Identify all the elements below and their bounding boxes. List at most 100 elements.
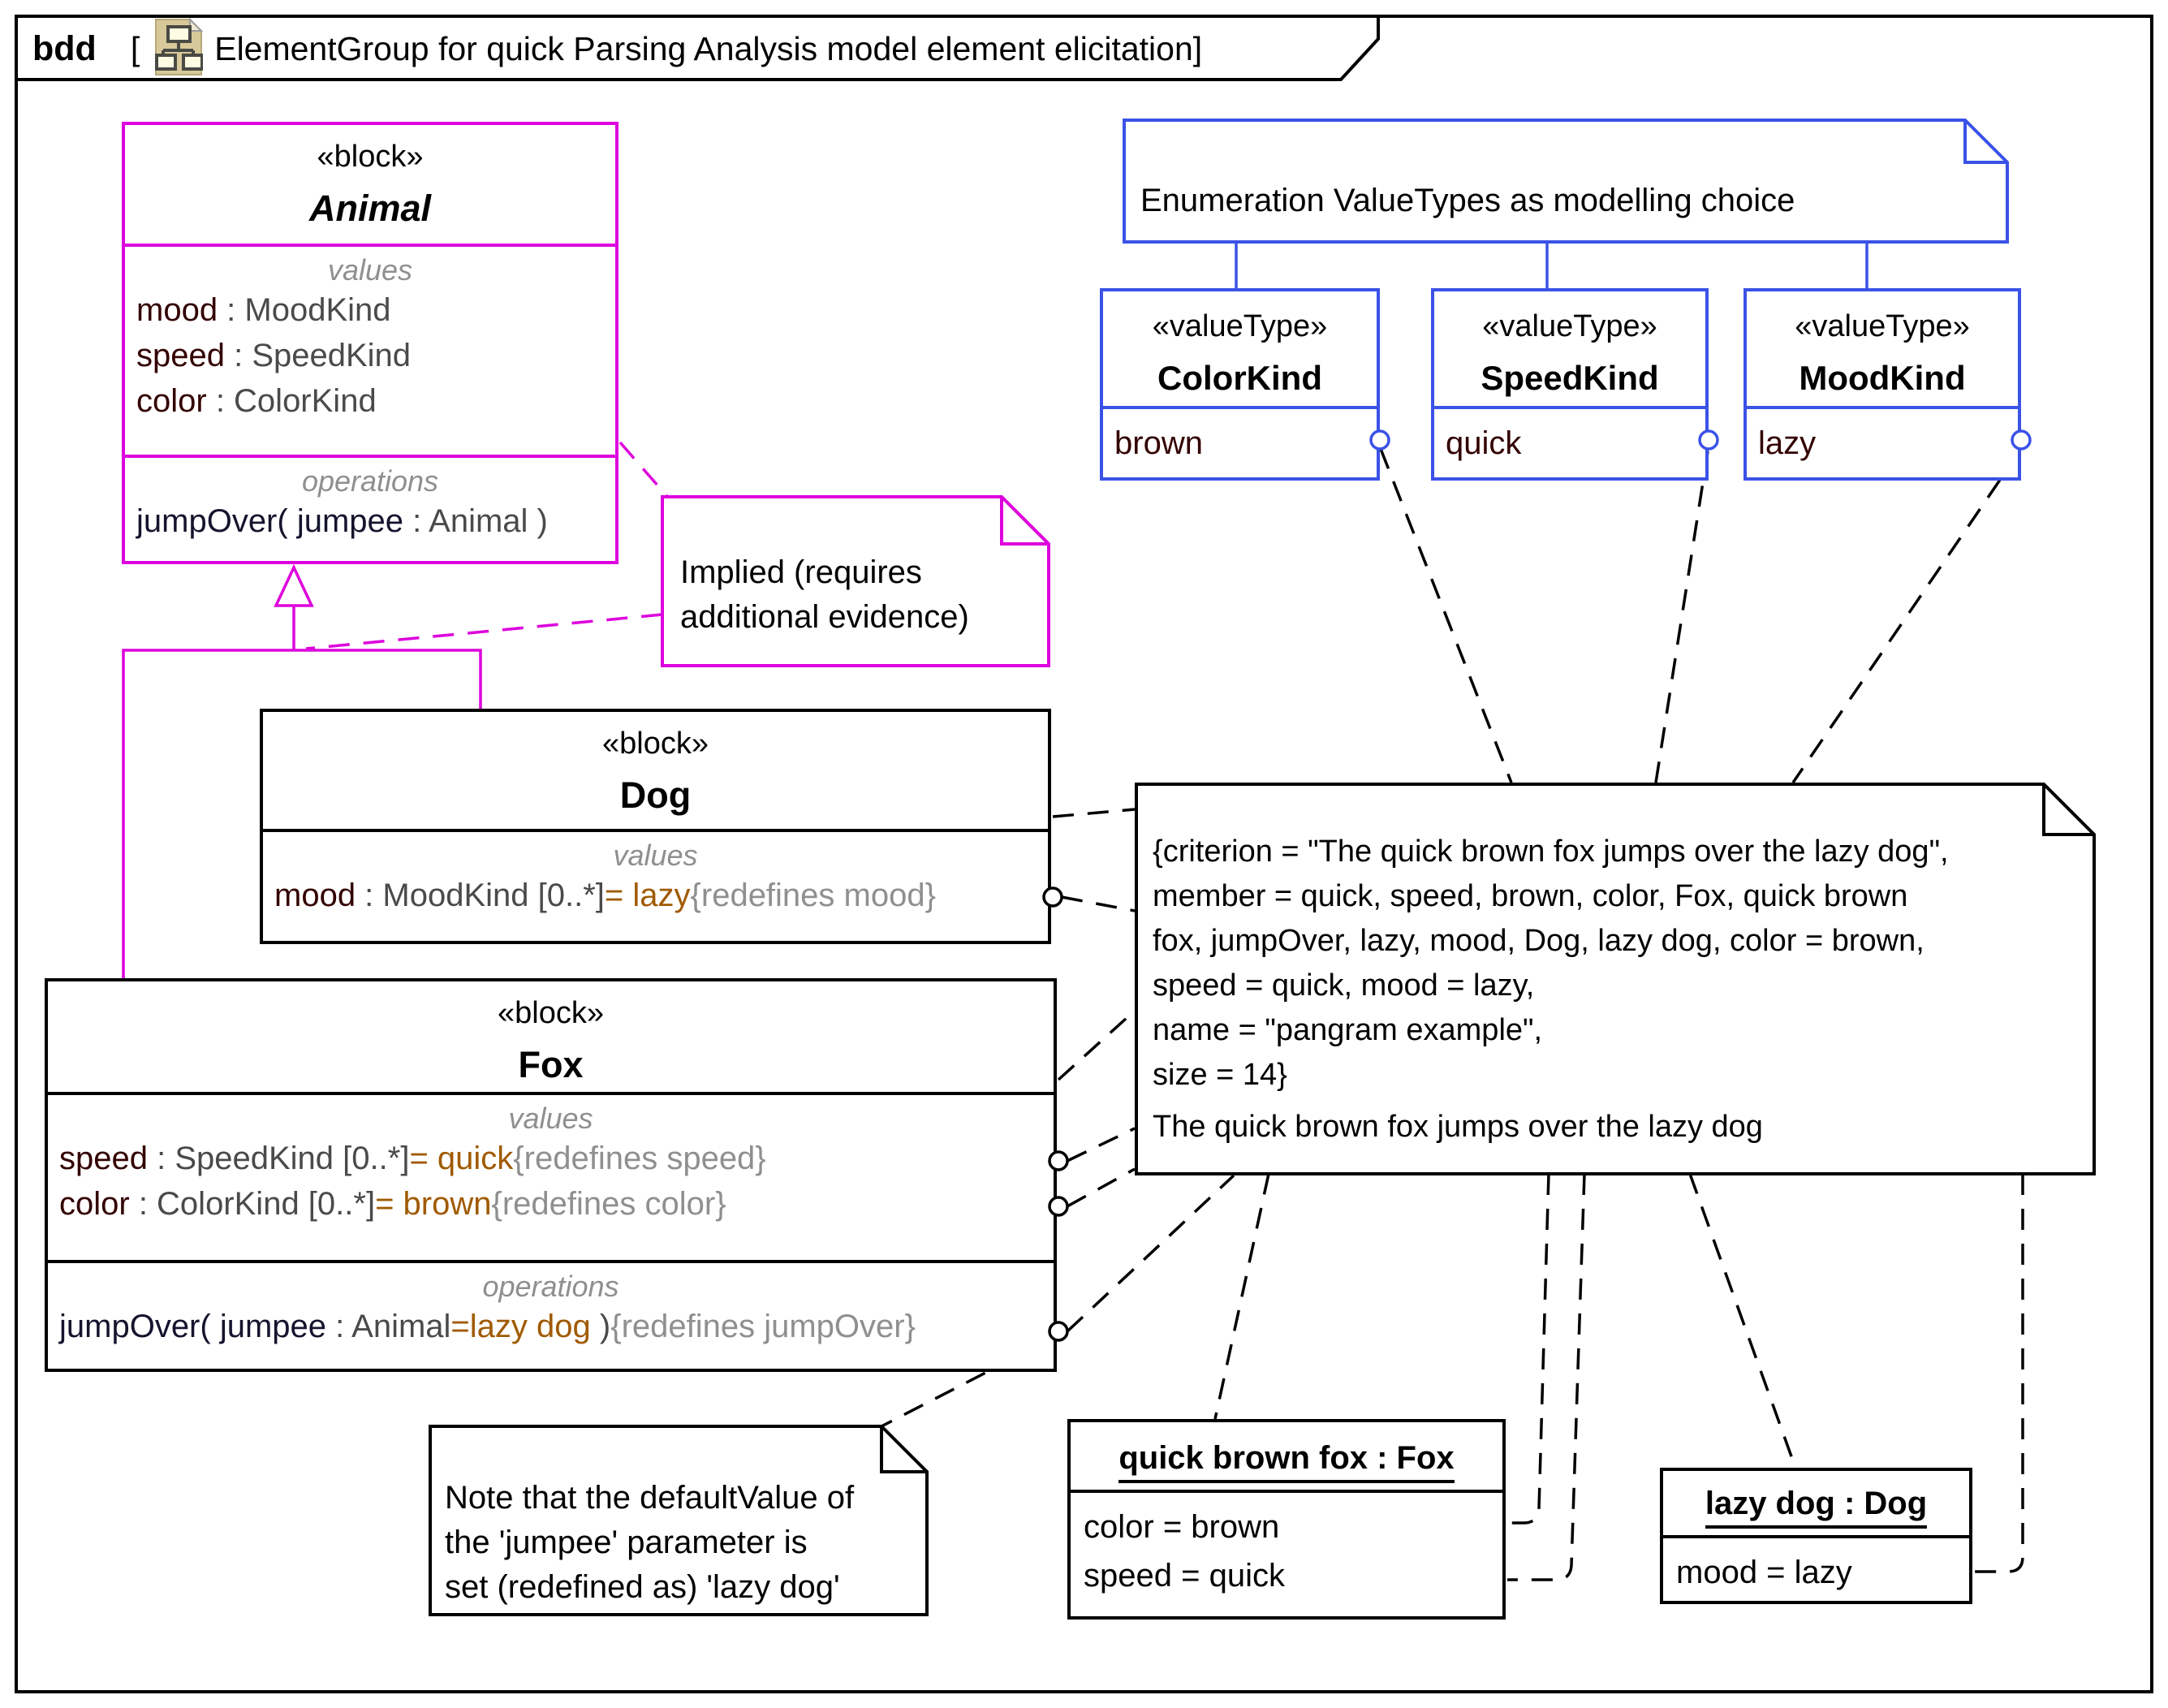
operation-name: jumpOver( jumpee	[136, 503, 404, 539]
anchor-dog-to-note	[1052, 808, 1136, 818]
property-line: color : ColorKind	[125, 378, 615, 424]
valuetype-colorkind: «valueType» ColorKind brown	[1100, 288, 1380, 481]
anchor-fox-to-note	[1057, 1009, 1136, 1081]
valuetype-literals: brown	[1103, 406, 1377, 477]
property-redefines: {redefines color}	[491, 1186, 726, 1222]
operations-compartment-label: operations	[482, 1270, 619, 1303]
property-default: = lazy	[604, 878, 691, 913]
enumeration-note-text: Enumeration ValueTypes as modelling choi…	[1140, 183, 1795, 218]
block-dog: «block» Dog values mood : MoodKind [0..*…	[260, 709, 1051, 944]
block-name: Dog	[619, 774, 692, 816]
stereotype-label: «valueType»	[1152, 309, 1328, 343]
valuetype-name: SpeedKind	[1481, 359, 1659, 397]
property-default: = brown	[375, 1186, 492, 1222]
property-name: speed	[59, 1141, 148, 1176]
valuetype-name: ColorKind	[1157, 359, 1322, 397]
block-animal: «block» Animal values mood : MoodKind sp…	[122, 122, 619, 564]
defaultvalue-note-line: the 'jumpee' parameter is	[445, 1525, 808, 1560]
instance-quick-brown-fox: quick brown fox : Fox color = brown spee…	[1067, 1419, 1506, 1620]
property-name: speed	[136, 338, 225, 373]
property-line: speed : SpeedKind	[125, 333, 615, 378]
implied-note-ear	[1000, 497, 1049, 546]
defaultvalue-note-line: set (redefined as) 'lazy dog'	[445, 1569, 840, 1605]
property-default: = quick	[409, 1141, 514, 1176]
diagram-header: bdd [ ElementGroup for quick Parsing Ana…	[32, 17, 1202, 75]
property-line: mood : MoodKind	[125, 287, 615, 333]
operation-parameter-type: : Animal	[326, 1309, 451, 1344]
anchor-fox-speed-to-note	[1067, 1127, 1136, 1162]
stereotype-label: «block»	[498, 996, 604, 1030]
property-type: : MoodKind [0..*]	[356, 878, 605, 913]
property-name: mood	[136, 292, 218, 328]
stereotype-label: «valueType»	[1795, 309, 1970, 343]
enumeration-note-ear	[1963, 120, 2007, 164]
valuetype-moodkind: «valueType» MoodKind lazy	[1743, 288, 2021, 481]
implied-note-line: additional evidence)	[680, 599, 969, 635]
criterion-note-line: name = "pangram example",	[1153, 1013, 1543, 1047]
slot-value: color = brown	[1084, 1509, 1280, 1545]
stereotype-label: «block»	[602, 727, 709, 761]
property-type: : MoodKind	[218, 292, 391, 328]
operation-parameter-default: =lazy dog	[450, 1309, 591, 1344]
operation-close-paren: )	[590, 1309, 611, 1344]
valuetype-name: MoodKind	[1799, 359, 1966, 397]
values-compartment-label: values	[613, 839, 698, 872]
anchor-speedkind-to-note	[1654, 451, 1709, 783]
criterion-note-line: size = 14}	[1153, 1058, 1287, 1092]
block-fox-operations: operations jumpOver( jumpee : Animal=laz…	[48, 1260, 1054, 1369]
block-animal-operations: operations jumpOver( jumpee : Animal )	[125, 455, 615, 561]
property-line: color : ColorKind [0..*]= brown{redefine…	[48, 1181, 1054, 1227]
block-name: Animal	[308, 188, 432, 229]
instance-name-underlined: quick brown fox : Fox	[1118, 1440, 1455, 1483]
block-fox: «block» Fox values speed : SpeedKind [0.…	[45, 978, 1057, 1372]
instance-title: lazy dog : Dog	[1663, 1471, 1969, 1535]
title-open-bracket: [	[130, 29, 140, 67]
valuetype-speedkind: «valueType» SpeedKind quick	[1431, 288, 1709, 481]
valuetype-header: «valueType» MoodKind	[1747, 291, 2018, 406]
block-animal-values: values mood : MoodKind speed : SpeedKind…	[125, 244, 615, 455]
operation-line: jumpOver( jumpee : Animal=lazy dog ){red…	[48, 1304, 1054, 1349]
defaultvalue-note-text: Note that the defaultValue of the 'jumpe…	[445, 1476, 854, 1610]
criterion-note-line: fox, jumpOver, lazy, mood, Dog, lazy dog…	[1153, 924, 1924, 958]
stereotype-label: «valueType»	[1482, 309, 1657, 343]
instance-slots: mood = lazy	[1663, 1535, 1969, 1597]
operations-compartment-label: operations	[301, 464, 439, 498]
property-name: color	[136, 383, 207, 419]
valuetype-header: «valueType» ColorKind	[1103, 291, 1377, 406]
stereotype-label: «block»	[317, 140, 424, 174]
property-redefines: {redefines speed}	[513, 1141, 766, 1176]
block-animal-header: «block» Animal	[125, 125, 615, 244]
criterion-note-line: {criterion = "The quick brown fox jumps …	[1153, 835, 1949, 869]
instance-name-underlined: lazy dog : Dog	[1705, 1486, 1928, 1529]
enum-literal: lazy	[1758, 425, 1817, 461]
property-name: mood	[274, 878, 356, 913]
criterion-note-pangram-line: The quick brown fox jumps over the lazy …	[1153, 1110, 1763, 1144]
block-fox-values: values speed : SpeedKind [0..*]= quick{r…	[48, 1092, 1054, 1260]
slot-value: mood = lazy	[1676, 1555, 1852, 1590]
valuetype-literals: quick	[1434, 406, 1705, 477]
property-redefines: {redefines mood}	[690, 878, 936, 913]
criterion-note-line: member = quick, speed, brown, color, Fox…	[1153, 879, 1908, 913]
property-type: : ColorKind [0..*]	[129, 1186, 376, 1222]
defaultvalue-note-ear	[880, 1426, 927, 1473]
instance-slots: color = brown speed = quick	[1071, 1490, 1502, 1600]
operation-signature: : Animal )	[403, 503, 548, 539]
anchor-fox-jumpover-to-note	[1066, 1174, 1235, 1333]
implied-anchor-to-generalization	[305, 613, 663, 650]
implied-note-line: Implied (requires	[680, 554, 922, 590]
operation-redefines: {redefines jumpOver}	[610, 1309, 916, 1344]
criterion-note-text: {criterion = "The quick brown fox jumps …	[1153, 830, 1949, 1149]
anchor-note-to-dog-mood-slot	[1974, 1174, 2024, 1573]
diagram-title: ElementGroup for quick Parsing Analysis …	[214, 29, 1193, 67]
anchor-colorkind-to-note	[1379, 448, 1513, 783]
values-compartment-label: values	[508, 1102, 593, 1135]
operation-name: jumpOver( jumpee	[59, 1309, 327, 1344]
anchor-moodkind-to-note	[1791, 451, 2021, 783]
anchor-note-to-fox-speed-slot	[1507, 1173, 1586, 1581]
anchor-note-to-fox-color-slot	[1507, 1173, 1550, 1525]
instance-title: quick brown fox : Fox	[1071, 1422, 1502, 1490]
property-type: : SpeedKind	[224, 338, 412, 373]
generalization-arrowhead	[274, 563, 314, 607]
block-fox-header: «block» Fox	[48, 981, 1054, 1092]
